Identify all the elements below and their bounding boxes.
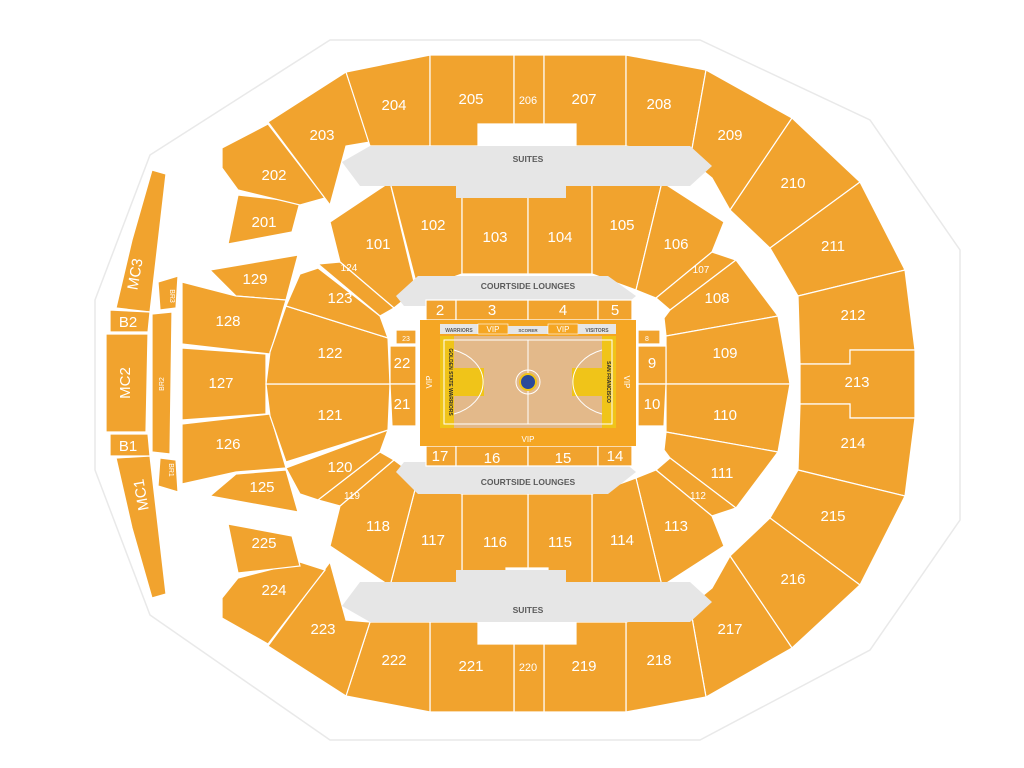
section-b2[interactable]: [109, 309, 151, 333]
key-left: [454, 368, 484, 396]
section-3[interactable]: [455, 299, 529, 321]
section-br3[interactable]: [157, 275, 179, 311]
section-225[interactable]: [227, 523, 301, 574]
section-128[interactable]: [181, 281, 287, 355]
section-14[interactable]: [597, 445, 633, 467]
section-23[interactable]: [395, 329, 417, 345]
section-mc1[interactable]: [115, 455, 167, 599]
section-15[interactable]: [527, 445, 599, 467]
section-16[interactable]: [455, 445, 529, 467]
vip-box-top-left: [477, 323, 509, 335]
section-120[interactable]: [285, 428, 390, 501]
scorer-label: SCORER: [518, 328, 538, 333]
upper-level-top: [221, 54, 916, 419]
section-122[interactable]: [265, 305, 391, 385]
left-lower-level: [181, 254, 299, 513]
section-8[interactable]: [637, 329, 661, 345]
center-logo-icon: [519, 373, 537, 391]
section-202[interactable]: [221, 123, 327, 206]
section-126[interactable]: [181, 413, 287, 485]
section-5[interactable]: [597, 299, 633, 321]
courtside-lounges-top: [396, 276, 636, 306]
courtside-rows: [389, 299, 667, 467]
section-9[interactable]: [637, 345, 667, 385]
section-206[interactable]: [513, 54, 545, 125]
left-boxes: [105, 169, 179, 599]
visitors-label: VISITORS: [585, 328, 609, 334]
courtside-lounges-bottom-label: COURTSIDE LOUNGES: [481, 477, 576, 487]
section-21[interactable]: [389, 383, 417, 427]
section-br2[interactable]: [151, 311, 173, 455]
warriors-bench: [440, 324, 478, 334]
section-b1[interactable]: [109, 433, 151, 457]
section-127[interactable]: [181, 347, 267, 421]
section-2[interactable]: [425, 299, 457, 321]
section-124[interactable]: [316, 261, 396, 317]
court-right-text: SAN FRANCISCO: [605, 361, 611, 403]
court-left-text: GOLDEN STATE WARRIORS: [447, 348, 453, 416]
section-mc3[interactable]: [115, 169, 167, 313]
section-123[interactable]: [285, 267, 389, 339]
section-br1[interactable]: [157, 457, 179, 493]
section-125[interactable]: [208, 469, 299, 513]
suites-top-label: SUITES: [513, 154, 544, 164]
courtside-lounges-bottom: [396, 462, 636, 494]
key-right: [572, 368, 602, 396]
section-209[interactable]: [689, 69, 793, 212]
section-17[interactable]: [425, 445, 457, 467]
courtside-lounges-top-label: COURTSIDE LOUNGES: [481, 281, 576, 291]
vip-box-top-right: [547, 323, 579, 335]
visitors-bench: [578, 324, 616, 334]
section-108[interactable]: [663, 259, 780, 337]
section-10[interactable]: [637, 383, 667, 427]
upper-level-bottom: [221, 403, 916, 713]
warriors-label: WARRIORS: [445, 328, 473, 334]
section-224[interactable]: [221, 561, 326, 645]
basketball-court: [420, 320, 636, 446]
section-mc2[interactable]: [105, 333, 149, 433]
section-22[interactable]: [389, 345, 417, 385]
lower-level-ring: [265, 181, 791, 587]
section-220[interactable]: [513, 643, 545, 713]
section-203[interactable]: [267, 71, 371, 207]
suites-bottom-label: SUITES: [513, 605, 544, 615]
section-4[interactable]: [527, 299, 599, 321]
suites-bottom: [342, 570, 712, 622]
suites-top: [342, 146, 712, 198]
scorer-table: [508, 326, 548, 334]
